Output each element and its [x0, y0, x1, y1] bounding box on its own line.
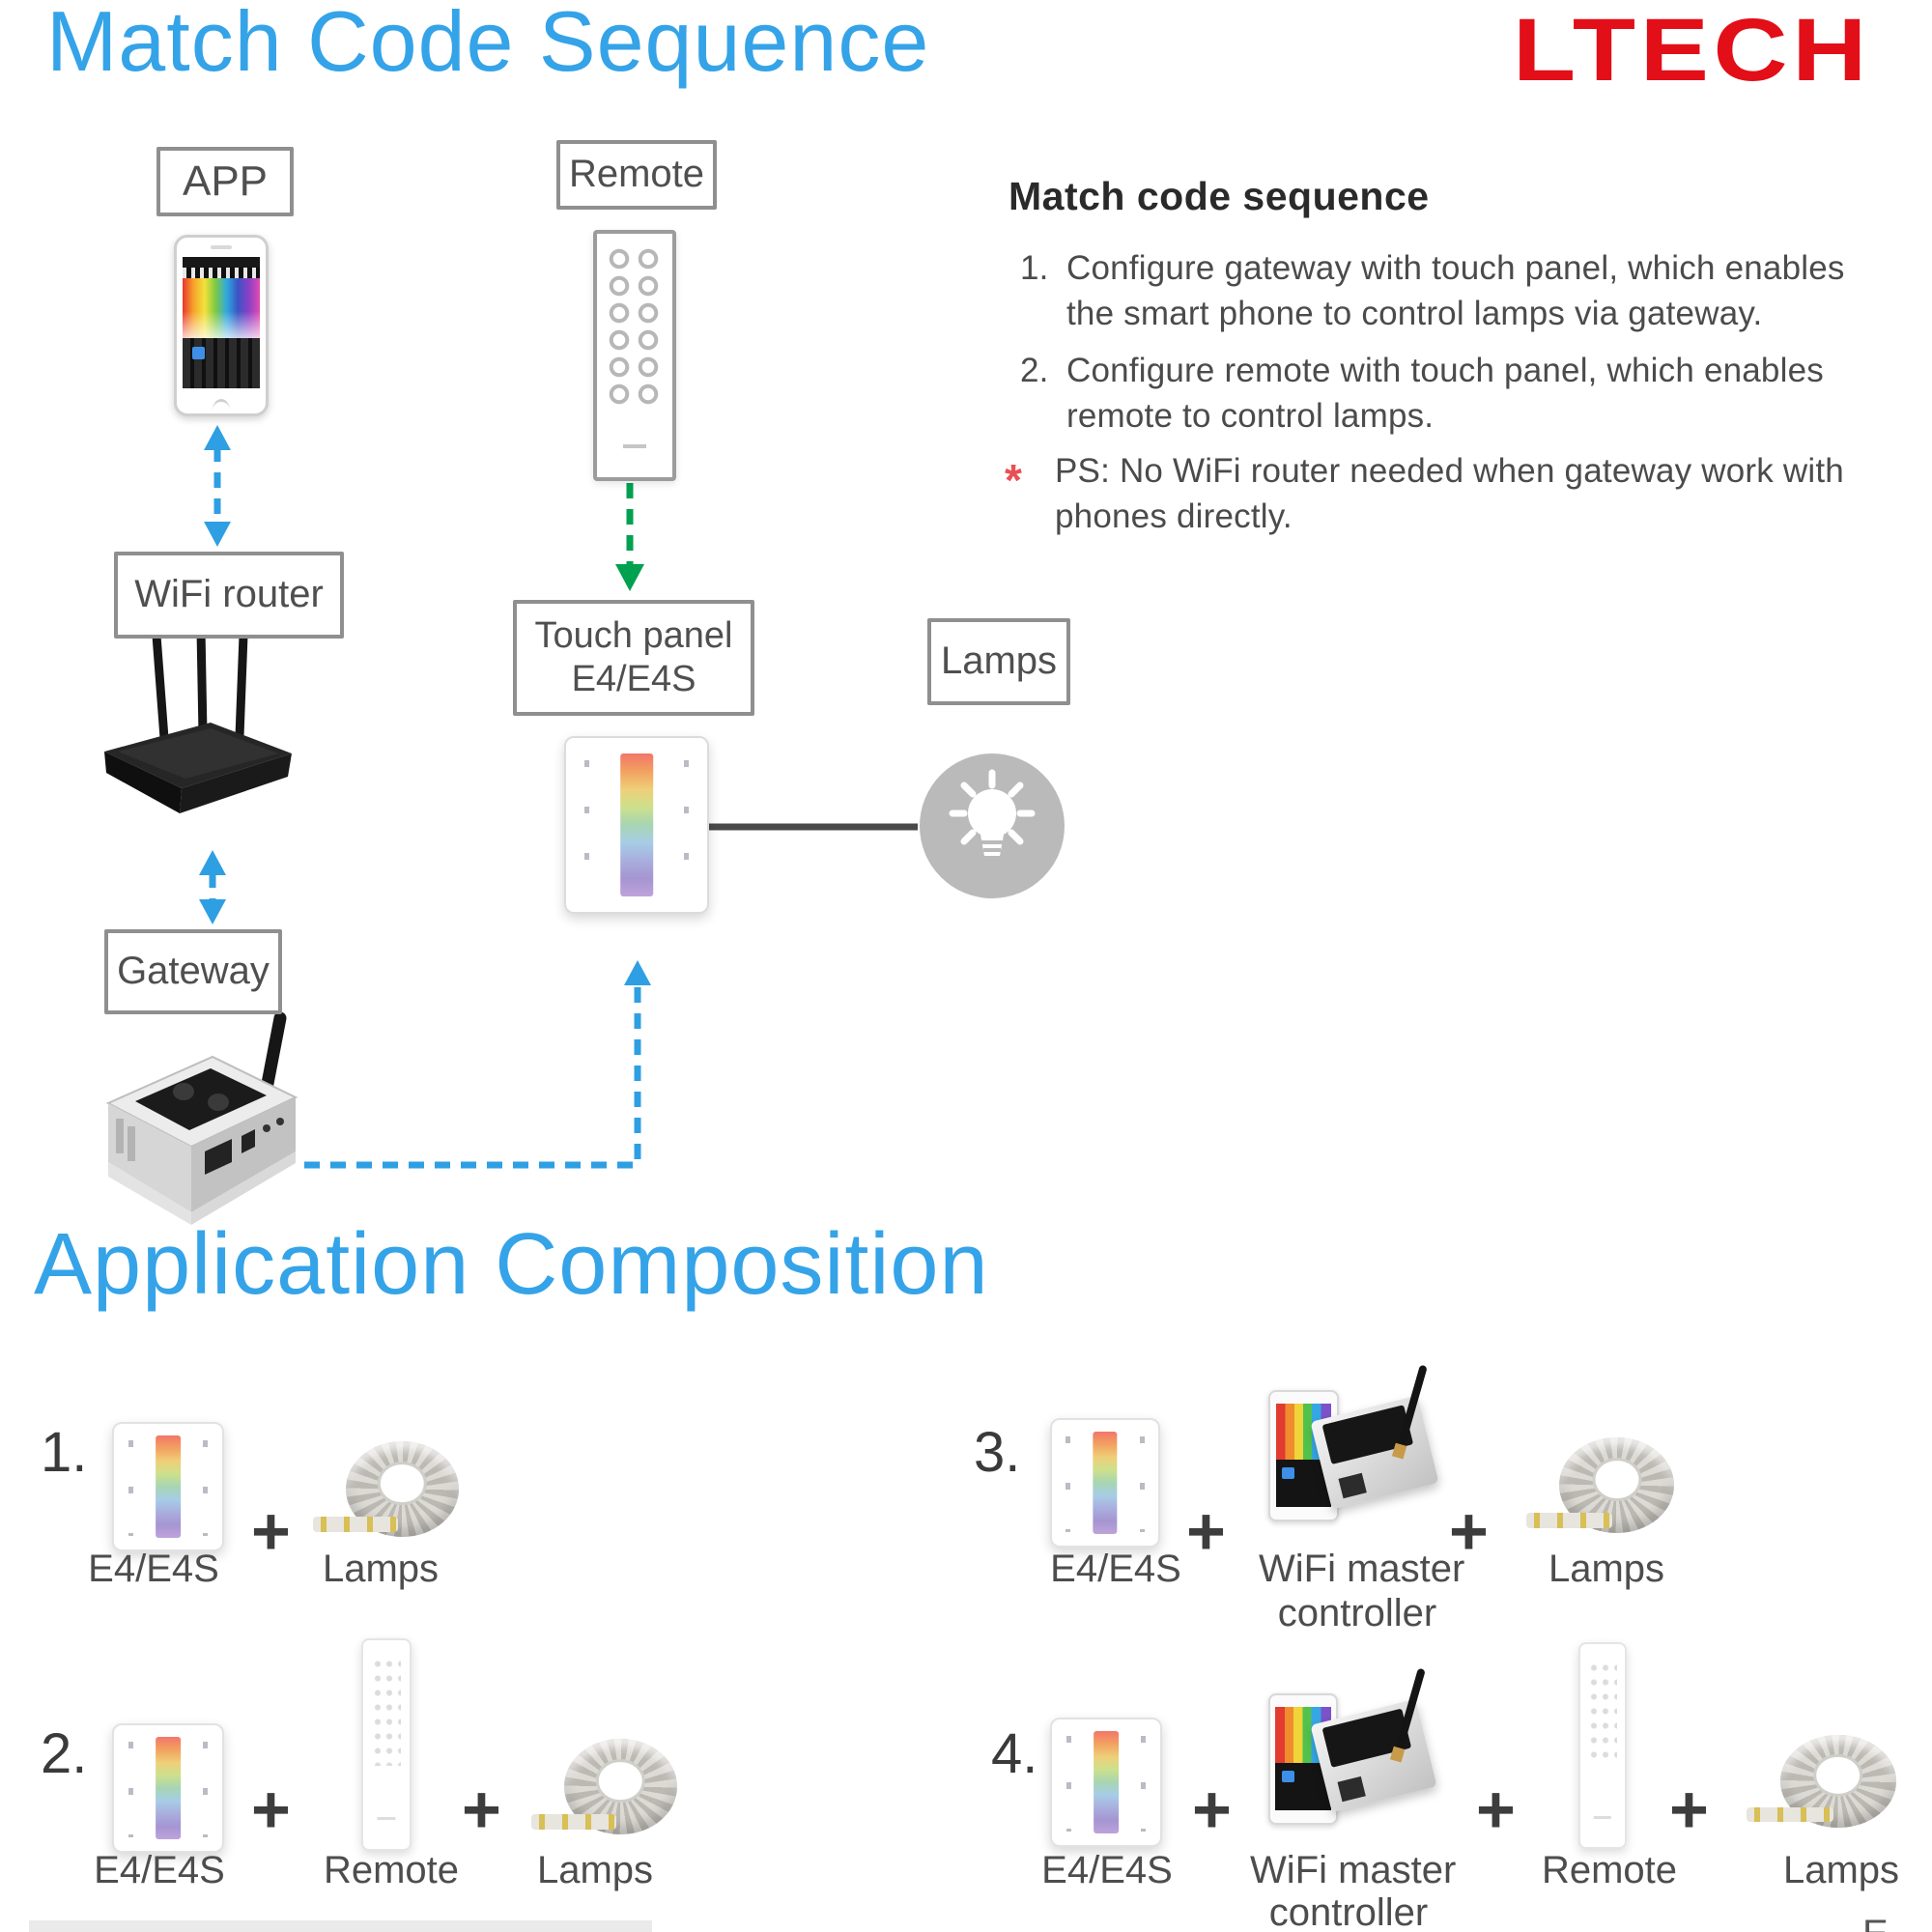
smartphone-screen	[183, 257, 260, 388]
composition-3-touch-panel-image	[1050, 1418, 1160, 1548]
coil-hole	[1595, 1460, 1639, 1499]
smartphone-toolbar	[183, 268, 260, 278]
composition-1-led-strip-image	[313, 1441, 462, 1546]
composition-4-lamps-label: Lamps	[1782, 1849, 1900, 1891]
touch-panel-color-strip	[156, 1435, 181, 1539]
composition-4-touch-panel-image	[1050, 1718, 1162, 1847]
gateway-node-box: Gateway	[104, 929, 282, 1014]
instruction-item2-number: 2.	[1020, 352, 1049, 389]
instruction-item1-number: 1.	[1020, 249, 1049, 287]
composition-4-wmc-label-line2: controller	[1268, 1891, 1429, 1932]
page-title-application-composition: Application Composition	[34, 1216, 989, 1313]
composition-4-led-strip-image	[1747, 1735, 1899, 1835]
remote-node-box: Remote	[556, 140, 717, 210]
plus-sign: +	[1476, 1772, 1516, 1847]
touch-panel-color-strip	[156, 1736, 181, 1840]
gateway-image	[97, 1005, 304, 1227]
plus-sign: +	[1186, 1493, 1226, 1569]
touch-panel-node-label-line2: E4/E4S	[571, 659, 696, 699]
wifi-router-node-label: WiFi router	[134, 573, 324, 616]
coil-hole	[1815, 1756, 1861, 1795]
plus-sign: +	[1192, 1772, 1232, 1847]
composition-2-led-strip-image	[531, 1739, 680, 1843]
touch-panel-node-label-line1: Touch panel	[534, 615, 733, 657]
composition-2-panel-label: E4/E4S	[94, 1849, 225, 1891]
app-node-label: APP	[182, 157, 269, 206]
composition-3-wmc-label-line1: WiFi master	[1259, 1548, 1465, 1590]
lamp-icon	[920, 753, 1065, 898]
composition-4-remote-image	[1578, 1642, 1627, 1849]
touch-panel-color-strip	[1094, 1730, 1119, 1834]
composition-2-lamps-label: Lamps	[536, 1849, 654, 1891]
plus-sign: +	[1449, 1493, 1489, 1569]
wifi-router-node-box: WiFi router	[114, 552, 344, 639]
remote-buttons	[604, 245, 666, 408]
led-strip-tail	[313, 1516, 398, 1532]
instruction-item2-line1: Configure remote with touch panel, which…	[1066, 352, 1824, 389]
composition-2-remote-label: Remote	[323, 1849, 460, 1891]
instruction-item2-line2: remote to control lamps.	[1066, 397, 1435, 435]
composition-2-touch-panel-image	[112, 1723, 224, 1853]
plus-sign: +	[462, 1772, 501, 1847]
touch-panel-color-strip	[620, 753, 653, 896]
led-strip-tail	[1526, 1512, 1612, 1528]
led-strip-tail	[1747, 1806, 1834, 1823]
composition-2-number: 2.	[41, 1722, 88, 1785]
page-title-match-code-sequence: Match Code Sequence	[46, 0, 930, 89]
plus-sign: +	[1669, 1772, 1709, 1847]
instructions-heading: Match code sequence	[1009, 174, 1430, 218]
lamps-node-label: Lamps	[940, 639, 1058, 683]
composition-1-number: 1.	[41, 1421, 88, 1484]
composition-4-wifi-master-controller-image	[1268, 1667, 1437, 1825]
asterisk-icon: *	[1005, 455, 1022, 505]
ltech-logo: LTECH	[1513, 1, 1871, 99]
gateway-node-label: Gateway	[117, 950, 270, 993]
composition-4-remote-label: Remote	[1541, 1849, 1678, 1891]
composition-1-touch-panel-image	[112, 1422, 224, 1551]
composition-3-number: 3.	[974, 1421, 1021, 1484]
coil-hole	[599, 1761, 642, 1801]
led-strip-tail	[531, 1813, 616, 1830]
ps-note-line2: phones directly.	[1055, 497, 1293, 535]
plus-sign: +	[251, 1493, 291, 1569]
composition-4-wmc-label-line1: WiFi master	[1250, 1849, 1457, 1891]
composition-1-lamps-label: Lamps	[322, 1548, 440, 1590]
wifi-router-image	[97, 625, 299, 846]
instruction-item1-line1: Configure gateway with touch panel, whic…	[1066, 249, 1845, 287]
touch-panel-image	[564, 736, 709, 914]
color-picker-area	[183, 278, 260, 338]
app-node-box: APP	[156, 147, 294, 216]
clipped-next-section-strip	[29, 1920, 652, 1932]
remote-image	[593, 230, 676, 481]
plus-sign: +	[251, 1772, 291, 1847]
composition-3-led-strip-image	[1526, 1437, 1677, 1542]
lamps-node-box: Lamps	[927, 618, 1070, 705]
ps-note-line1: PS: No WiFi router needed when gateway w…	[1055, 452, 1844, 490]
clipped-next-page-glyph: E	[1862, 1913, 1889, 1932]
composition-1-panel-label: E4/E4S	[88, 1548, 219, 1590]
composition-2-remote-image	[361, 1638, 412, 1851]
composition-3-wmc-label-line2: controller	[1277, 1592, 1437, 1634]
remote-node-label: Remote	[568, 153, 705, 196]
instruction-item1-line2: the smart phone to control lamps via gat…	[1066, 295, 1763, 332]
composition-4-number: 4.	[991, 1722, 1038, 1785]
home-button-icon	[213, 399, 230, 411]
smartphone-keyboard	[183, 338, 260, 388]
coil-hole	[381, 1463, 424, 1503]
touch-panel-node-box: Touch panel E4/E4S	[513, 600, 754, 716]
composition-4-panel-label: E4/E4S	[1041, 1849, 1173, 1891]
composition-3-panel-label: E4/E4S	[1050, 1548, 1181, 1590]
smartphone-image	[174, 235, 269, 416]
composition-3-wifi-master-controller-image	[1268, 1364, 1439, 1521]
smartphone-statusbar	[183, 257, 260, 268]
touch-panel-color-strip	[1093, 1431, 1118, 1535]
composition-3-lamps-label: Lamps	[1548, 1548, 1665, 1590]
